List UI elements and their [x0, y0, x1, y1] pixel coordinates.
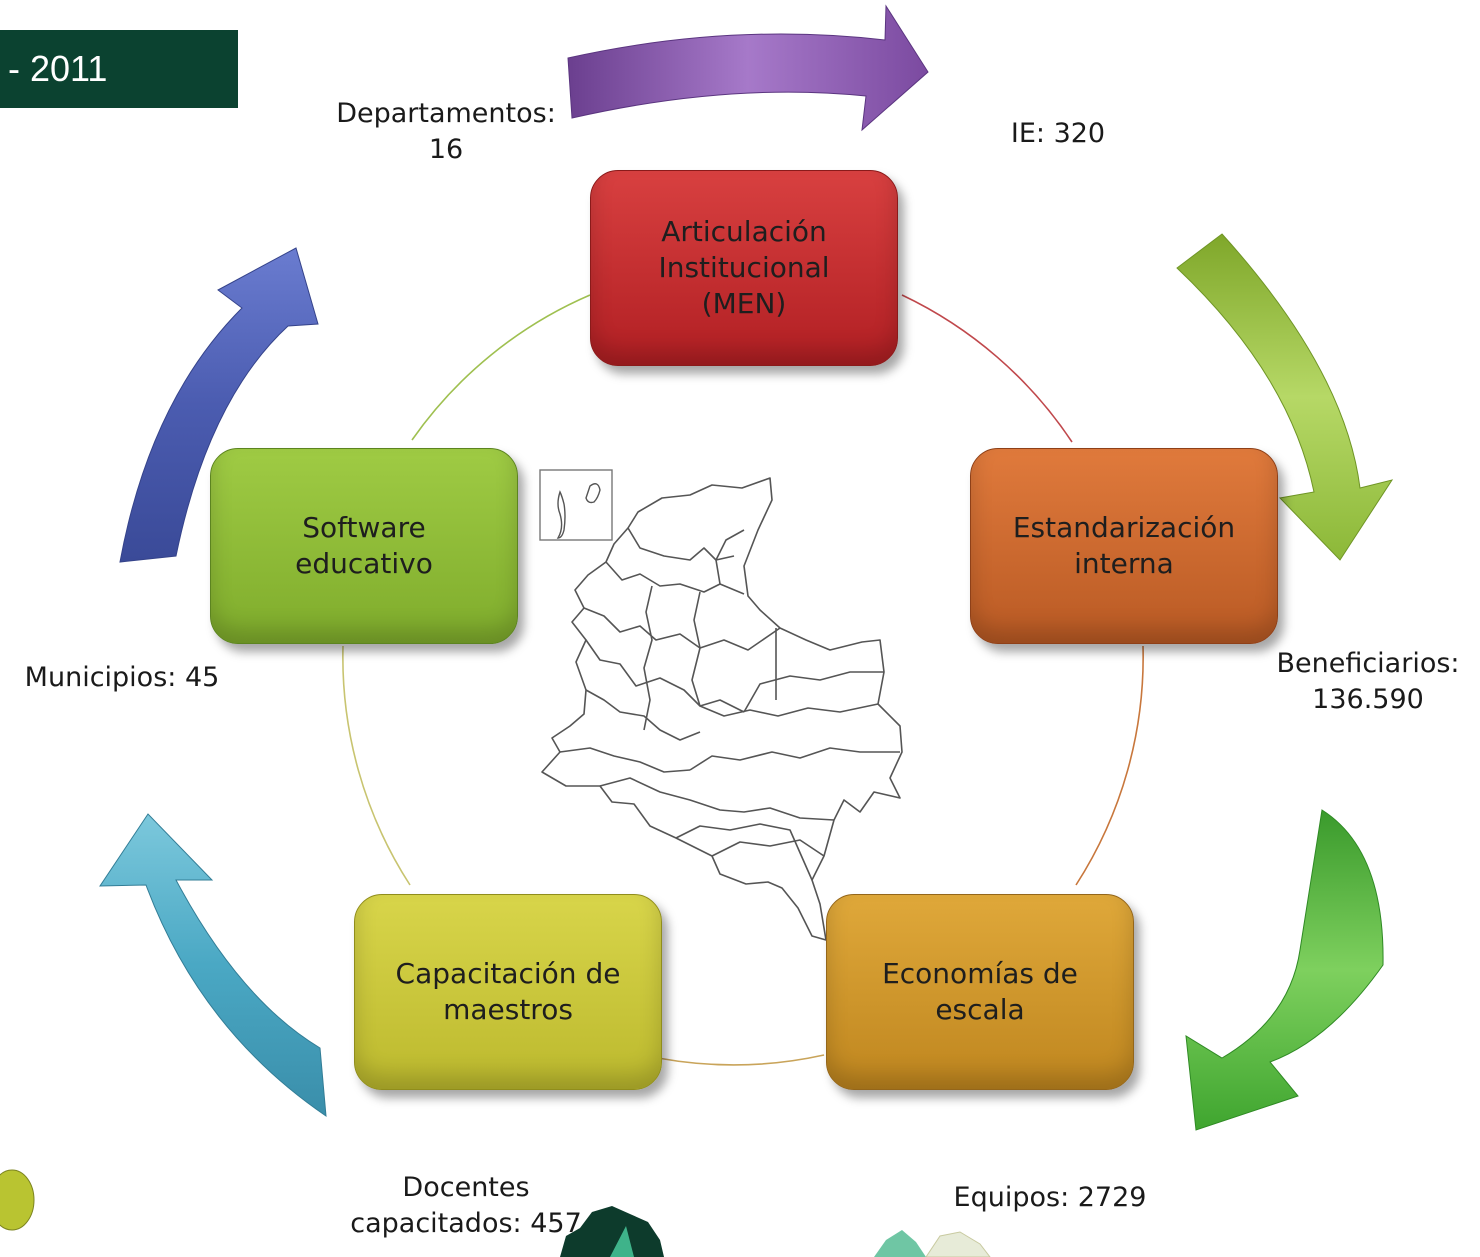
islands-inset-icon — [539, 469, 613, 541]
box-articulacion-label: Articulación Institucional (MEN) — [658, 215, 830, 320]
box-estandarizacion-label: Estandarización interna — [1012, 511, 1236, 580]
blue-arrow-icon — [119, 247, 319, 563]
box-articulacion-institucional: Articulación Institucional (MEN) — [590, 170, 898, 366]
green-arrow-icon — [1185, 809, 1384, 1131]
connector-ring — [342, 294, 1144, 1066]
cycle-arrow-icon — [0, 1169, 991, 1257]
stat-docentes: Docentes capacitados: 457 — [350, 1172, 582, 1239]
box-software-educativo: Software educativo — [210, 448, 518, 644]
stat-equipos: Equipos: 2729 — [953, 1182, 1147, 1213]
box-economias-label: Economías de escala — [882, 957, 1078, 1026]
colombia-map-icon — [541, 477, 903, 941]
teal-arrow-icon — [99, 813, 327, 1118]
box-capacitacion-label: Capacitación de maestros — [395, 957, 621, 1026]
box-capacitacion-de-maestros: Capacitación de maestros — [354, 894, 662, 1090]
lime-arrow-icon — [1176, 233, 1394, 561]
box-software-label: Software educativo — [295, 511, 433, 580]
stat-beneficiarios: Beneficiarios: 136.590 — [1276, 648, 1460, 715]
year-banner: 6 - 2011 — [0, 30, 238, 108]
year-text: 6 - 2011 — [0, 48, 108, 89]
stat-municipios: Municipios: 45 — [24, 662, 220, 693]
purple-arrow-icon — [567, 4, 929, 132]
stat-departamentos: Departamentos: 16 — [336, 98, 556, 165]
stat-ie: IE: 320 — [1010, 118, 1106, 149]
box-economias-de-escala: Economías de escala — [826, 894, 1134, 1090]
box-estandarizacion-interna: Estandarización interna — [970, 448, 1278, 644]
